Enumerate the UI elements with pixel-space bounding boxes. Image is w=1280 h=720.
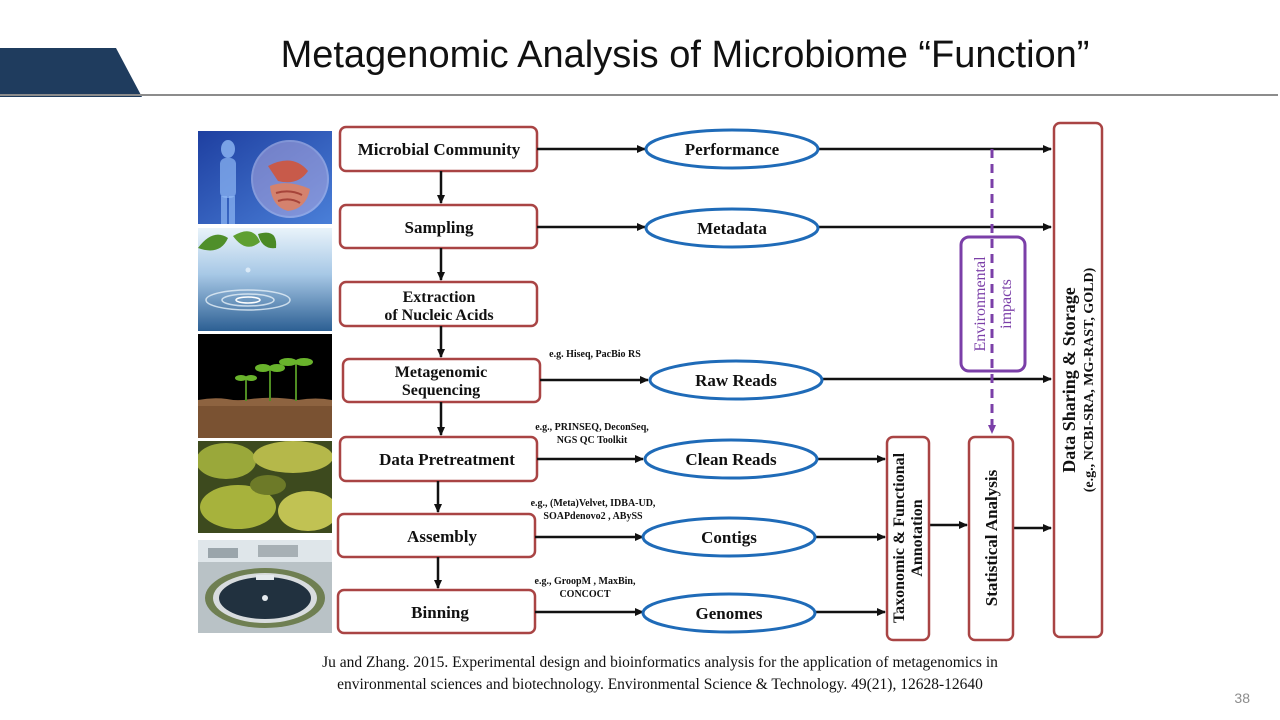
soil-seedlings-photo [198,334,332,438]
output-oval-contigs: Contigs [641,516,817,558]
data-sharing-storage-box: Data Sharing & Storage (e.g., NCBI-SRA, … [1052,121,1104,639]
svg-text:Microbial Community: Microbial Community [358,140,521,159]
tool-note-pretreatment: e.g., PRINSEQ, DeconSeq, NGS QC Toolkit [535,422,649,446]
svg-text:impacts: impacts [998,279,1015,329]
svg-text:e.g., (Meta)Velvet, IDBA-UD,: e.g., (Meta)Velvet, IDBA-UD, [531,498,656,509]
output-oval-genomes: Genomes [641,592,817,634]
title-divider [0,94,1278,96]
human-body-photo [198,131,332,224]
step-box-data-pretreatment: Data Pretreatment [338,435,539,483]
moss-rocks-photo [198,441,332,533]
step-label: Binning [411,603,469,622]
output-oval-raw-reads: Raw Reads [648,359,824,401]
tool-note-sequencing: e.g. Hiseq, PacBio RS [549,349,641,360]
svg-text:Data Pretreatment: Data Pretreatment [379,450,515,469]
svg-text:Performance: Performance [685,140,780,159]
citation-line: Ju and Zhang. 2015. Experimental design … [322,654,998,671]
svg-text:Environmental: Environmental [972,256,989,352]
svg-text:SOAPdenovo2 , ABySS: SOAPdenovo2 , ABySS [543,511,643,522]
svg-text:Sequencing: Sequencing [402,382,480,399]
svg-text:Data Sharing & Storage: Data Sharing & Storage [1059,287,1079,473]
step-connector-arrows [434,171,445,589]
step-box-binning: Binning [336,588,537,635]
annotation-box: Taxonomic & Functional Annotation [885,435,931,642]
step-label: Extraction [403,289,476,306]
svg-text:Raw Reads: Raw Reads [695,371,777,390]
wastewater-plant-photo [198,540,332,633]
svg-text:(e.g., NCBI-SRA, MG-RAST, GOLD: (e.g., NCBI-SRA, MG-RAST, GOLD) [1082,267,1097,492]
step-box-metagenomic-sequencing: Metagenomic Sequencing [341,357,542,404]
step-label: Data Pretreatment [379,450,515,469]
svg-text:Extraction: Extraction [403,289,476,306]
svg-text:Clean Reads: Clean Reads [685,450,777,469]
output-oval-clean-reads: Clean Reads [643,438,819,480]
statistical-analysis-box: Statistical Analysis [967,435,1015,642]
tool-note-assembly: e.g., (Meta)Velvet, IDBA-UD, SOAPdenovo2… [531,498,656,522]
svg-text:of Nucleic Acids: of Nucleic Acids [384,307,493,324]
svg-text:Binning: Binning [411,603,469,622]
svg-text:Assembly: Assembly [407,527,477,546]
citation-line: environmental sciences and biotechnology… [337,676,983,693]
svg-text:CONCOCT: CONCOCT [559,589,610,600]
output-oval-performance: Performance [644,128,820,170]
svg-text:Statistical Analysis: Statistical Analysis [982,469,1001,606]
svg-text:Metadata: Metadata [697,219,767,238]
step-label: Microbial Community [358,140,521,159]
svg-text:Taxonomic & Functional: Taxonomic & Functional [891,452,908,623]
step-label: Metagenomic [395,364,487,381]
water-leaves-photo [198,228,332,331]
svg-text:Contigs: Contigs [701,528,757,547]
tool-note-binning: e.g., GroopM , MaxBin, CONCOCT [535,576,636,600]
citation: Ju and Zhang. 2015. Experimental design … [160,652,1160,696]
slide-title: Metagenomic Analysis of Microbiome “Func… [280,34,1090,76]
svg-text:Genomes: Genomes [695,604,762,623]
step-label: Sampling [405,218,474,237]
svg-text:NGS QC Toolkit: NGS QC Toolkit [557,435,628,446]
environmental-impacts-box: Environmental impacts [959,149,1027,434]
step-box-extraction: Extraction of Nucleic Acids [338,280,539,328]
output-oval-metadata: Metadata [644,207,820,249]
svg-text:e.g. Hiseq, PacBio RS: e.g. Hiseq, PacBio RS [549,349,641,360]
step-box-microbial-community: Microbial Community [338,125,539,173]
page-number: 38 [1234,690,1250,706]
step-box-assembly: Assembly [336,512,537,559]
svg-text:e.g., GroopM , MaxBin,: e.g., GroopM , MaxBin, [535,576,636,587]
output-arrows [535,145,1052,616]
step-label: Assembly [407,527,477,546]
step-label: Sequencing [402,382,480,399]
step-label: of Nucleic Acids [384,307,493,324]
step-box-sampling: Sampling [338,203,539,250]
svg-text:Sampling: Sampling [405,218,474,237]
svg-text:Metagenomic: Metagenomic [395,364,487,381]
svg-text:e.g., PRINSEQ, DeconSeq,: e.g., PRINSEQ, DeconSeq, [535,422,649,433]
title-accent-tab [0,48,142,97]
svg-text:Annotation: Annotation [909,499,926,576]
